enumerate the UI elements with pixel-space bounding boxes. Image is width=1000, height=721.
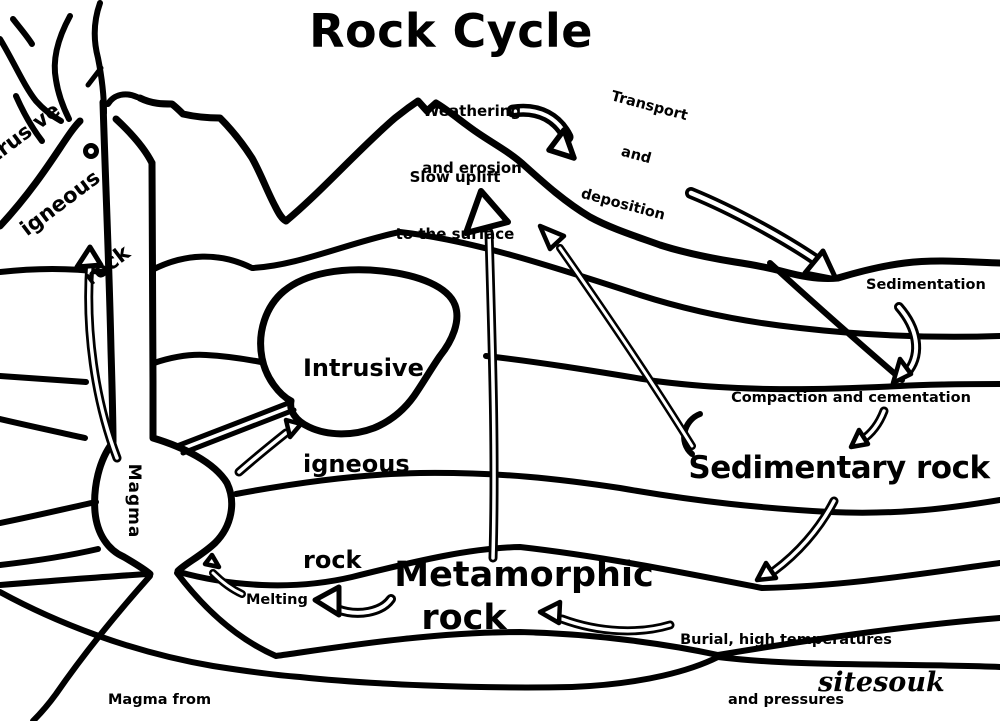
arrow-weathering <box>506 103 577 161</box>
ground-surface <box>136 94 1000 282</box>
arrow-melting <box>312 584 396 618</box>
label-sedimentation: Sedimentation <box>866 277 986 293</box>
label-slow-uplift: Slow uplift to the surface <box>395 168 515 243</box>
deposition-slope <box>767 260 905 383</box>
label-compaction: Compaction and cementation <box>731 390 971 406</box>
volcanic-bomb <box>83 143 99 159</box>
arrow-magma-to-extrusive <box>74 244 122 463</box>
arrow-magma-to-intrusive <box>234 417 304 477</box>
arrow-melting-to-magma <box>202 552 246 598</box>
label-burial: Burial, high temperatures and pressures <box>680 632 892 708</box>
label-intrusive: Intrusive igneous rock <box>303 354 424 574</box>
label-magma: Magma <box>124 463 145 539</box>
page-title: Rock Cycle <box>309 4 593 58</box>
arrow-burial-to-metamorphic <box>537 599 675 636</box>
intrusive-body <box>174 266 461 456</box>
dike <box>174 399 294 449</box>
arrow-sedimentary-uplift <box>537 223 696 450</box>
magma-chamber <box>148 159 236 575</box>
label-metamorphic-line2: rock <box>421 598 507 638</box>
arrow-transport <box>685 187 839 282</box>
watermark: sitesouk <box>818 667 945 698</box>
label-weathering: Weathering and erosion <box>422 102 522 177</box>
arrow-sedimentation <box>890 302 922 386</box>
label-magma-source: Magma from molten crust and mantle <box>108 692 212 708</box>
strata-lines <box>0 229 1000 721</box>
label-sedimentary-rock: Sedimentary rock <box>688 450 990 486</box>
arrow-burial <box>754 496 839 583</box>
pluton-outline <box>257 266 461 438</box>
label-melting: Melting <box>246 592 308 608</box>
label-metamorphic-line1: Metamorphic <box>394 555 654 595</box>
arrow-slow-uplift <box>463 188 511 563</box>
arrow-compaction <box>848 406 889 450</box>
